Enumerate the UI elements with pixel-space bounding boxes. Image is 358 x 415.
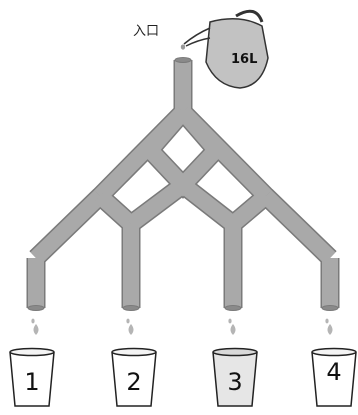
pour-drop xyxy=(180,44,186,50)
cup-label: 1 xyxy=(24,368,39,396)
cup-rim xyxy=(9,347,55,357)
cup-label: 4 xyxy=(326,358,341,386)
cup-rim xyxy=(311,347,357,357)
cup-icon xyxy=(311,351,357,407)
inlet-label: 入口 xyxy=(133,24,159,39)
cup-4: 4 xyxy=(311,347,357,407)
water-drops xyxy=(31,318,333,335)
outlet-opening-4 xyxy=(321,305,339,311)
outlet-opening-1 xyxy=(27,305,45,311)
pitcher-icon: 16L xyxy=(180,9,269,89)
cup-label: 2 xyxy=(126,368,141,396)
cup-icon xyxy=(111,351,157,407)
outlet-opening-2 xyxy=(122,305,140,311)
cup-rim xyxy=(111,347,157,357)
cups: 1 2 3 4 xyxy=(9,347,357,407)
pipe-network xyxy=(26,57,340,311)
water-drop-icon xyxy=(228,318,236,335)
water-drop-icon xyxy=(126,318,134,335)
cup-1: 1 xyxy=(9,347,55,407)
cup-icon xyxy=(212,351,258,407)
cup-3: 3 xyxy=(212,347,258,407)
cup-2: 2 xyxy=(111,347,157,407)
outlet-opening-3 xyxy=(224,305,242,311)
cup-rim xyxy=(212,347,258,357)
water-drop-icon xyxy=(31,318,39,335)
jug-volume-label: 16L xyxy=(231,52,257,67)
pipe-body xyxy=(28,60,338,308)
cup-label: 3 xyxy=(227,368,242,396)
cup-icon xyxy=(9,351,55,407)
inlet-opening xyxy=(174,57,192,63)
water-drop-icon xyxy=(325,318,333,335)
